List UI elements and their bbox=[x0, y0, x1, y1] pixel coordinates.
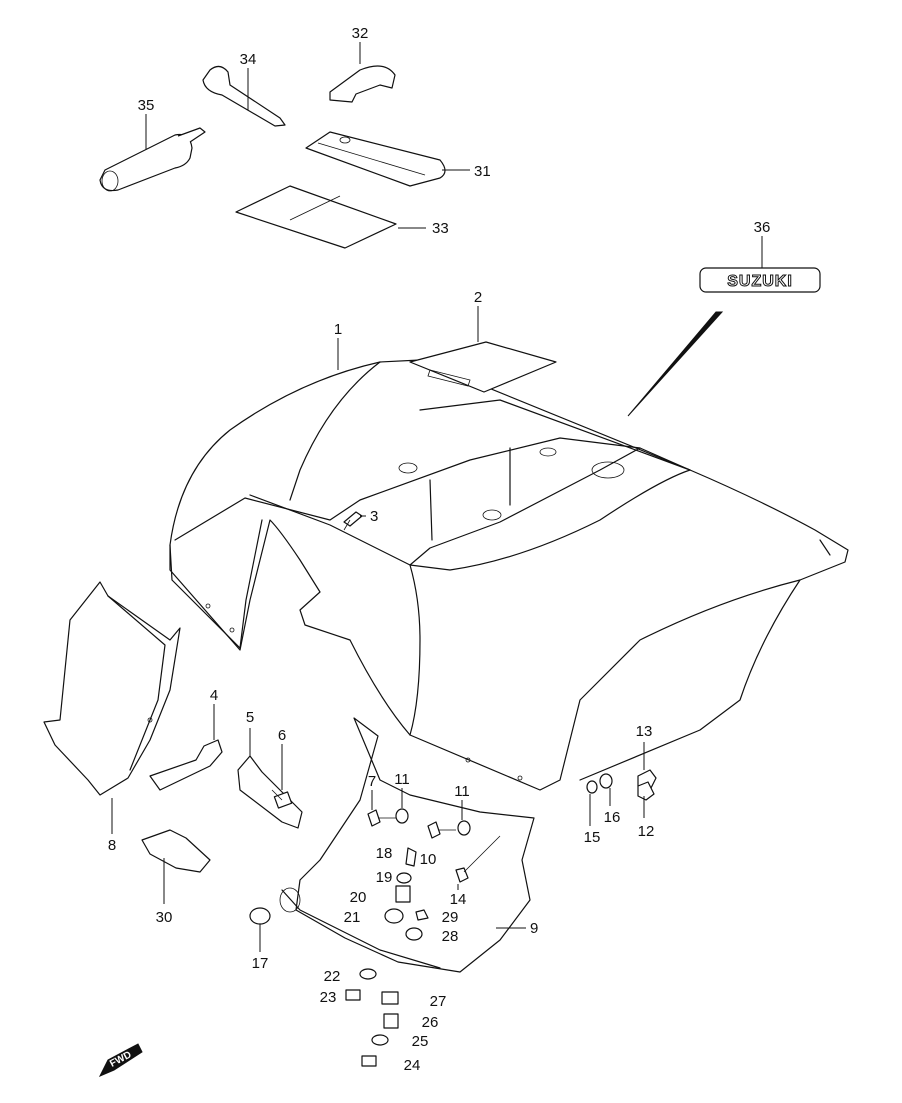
bolt-18-part bbox=[405, 847, 417, 867]
mud-flap-part bbox=[43, 581, 181, 796]
callout-31: 31 bbox=[474, 163, 491, 180]
callout-2: 2 bbox=[474, 289, 482, 306]
bolt-6-part bbox=[271, 789, 293, 809]
callout-6: 6 bbox=[278, 727, 286, 744]
tool-roll-part bbox=[99, 127, 206, 192]
washer-19-part bbox=[396, 872, 412, 884]
callout-27: 27 bbox=[430, 993, 447, 1010]
wrench-part bbox=[202, 65, 286, 127]
tool-bag-part bbox=[305, 131, 446, 187]
bolt-10-part bbox=[427, 821, 456, 839]
callout-5: 5 bbox=[246, 709, 254, 726]
nut-27-part bbox=[381, 991, 399, 1005]
inner-fender-part bbox=[279, 717, 535, 973]
callout-20: 20 bbox=[350, 889, 367, 906]
rear-panel-part bbox=[409, 341, 557, 393]
callout-26: 26 bbox=[422, 1014, 439, 1031]
suzuki-badge-part: SUZUKI bbox=[699, 267, 821, 293]
callout-14: 14 bbox=[450, 891, 467, 908]
grommet-17-part bbox=[249, 907, 271, 925]
callout-33: 33 bbox=[432, 220, 449, 237]
bracket-4-part bbox=[149, 739, 223, 791]
callout-11b: 11 bbox=[454, 783, 470, 800]
badge-text: SUZUKI bbox=[727, 273, 793, 290]
callout-29: 29 bbox=[442, 909, 459, 926]
washer-11b-part bbox=[457, 820, 471, 836]
nut-23-part bbox=[345, 989, 361, 1001]
callout-16: 16 bbox=[604, 809, 621, 826]
collar-26-part bbox=[383, 1013, 399, 1029]
leader-lines bbox=[111, 42, 763, 952]
bracket-30-part bbox=[141, 829, 211, 873]
callout-numbers: 32 34 35 31 33 36 2 1 3 4 5 6 13 7 11 11… bbox=[108, 25, 771, 1074]
callout-36: 36 bbox=[754, 219, 771, 236]
callout-4: 4 bbox=[210, 687, 218, 704]
grommet-21-part bbox=[384, 908, 404, 924]
hardware-right bbox=[586, 769, 657, 801]
callout-25: 25 bbox=[412, 1033, 429, 1050]
manual-part bbox=[235, 185, 397, 249]
rear-fender-part bbox=[169, 359, 849, 791]
callout-7: 7 bbox=[368, 773, 376, 790]
callout-35: 35 bbox=[138, 97, 155, 114]
bolt-14-part bbox=[455, 835, 501, 883]
callout-18: 18 bbox=[376, 845, 393, 862]
callout-28: 28 bbox=[442, 928, 459, 945]
callout-19: 19 bbox=[376, 869, 393, 886]
callout-3: 3 bbox=[370, 508, 378, 525]
callout-8: 8 bbox=[108, 837, 116, 854]
washer-11a-part bbox=[395, 808, 409, 824]
bracket-5-part bbox=[237, 755, 303, 829]
callout-22: 22 bbox=[324, 968, 341, 985]
washer-25-part bbox=[371, 1034, 389, 1046]
washer-28-part bbox=[405, 927, 423, 941]
callout-23: 23 bbox=[320, 989, 337, 1006]
nut-29-part bbox=[415, 909, 429, 921]
callout-21: 21 bbox=[344, 909, 361, 926]
callout-13: 13 bbox=[636, 723, 653, 740]
fwd-arrow-icon: FWD bbox=[98, 1043, 143, 1077]
callout-17: 17 bbox=[252, 955, 269, 972]
callout-1: 1 bbox=[334, 321, 342, 338]
strap-part bbox=[329, 65, 396, 103]
collar-20-part bbox=[395, 885, 411, 903]
callout-9: 9 bbox=[530, 920, 538, 937]
callout-34: 34 bbox=[240, 51, 257, 68]
callout-10: 10 bbox=[420, 851, 437, 868]
callout-32: 32 bbox=[352, 25, 369, 42]
callout-15: 15 bbox=[584, 829, 601, 846]
callout-30: 30 bbox=[156, 909, 173, 926]
callout-11a: 11 bbox=[394, 771, 410, 788]
callout-24: 24 bbox=[404, 1057, 421, 1074]
callout-12: 12 bbox=[638, 823, 655, 840]
fwd-label: FWD bbox=[108, 1049, 133, 1069]
washer-22-part bbox=[359, 968, 377, 980]
bolt-7-part bbox=[367, 809, 396, 827]
bolt-24-part bbox=[361, 1055, 377, 1067]
